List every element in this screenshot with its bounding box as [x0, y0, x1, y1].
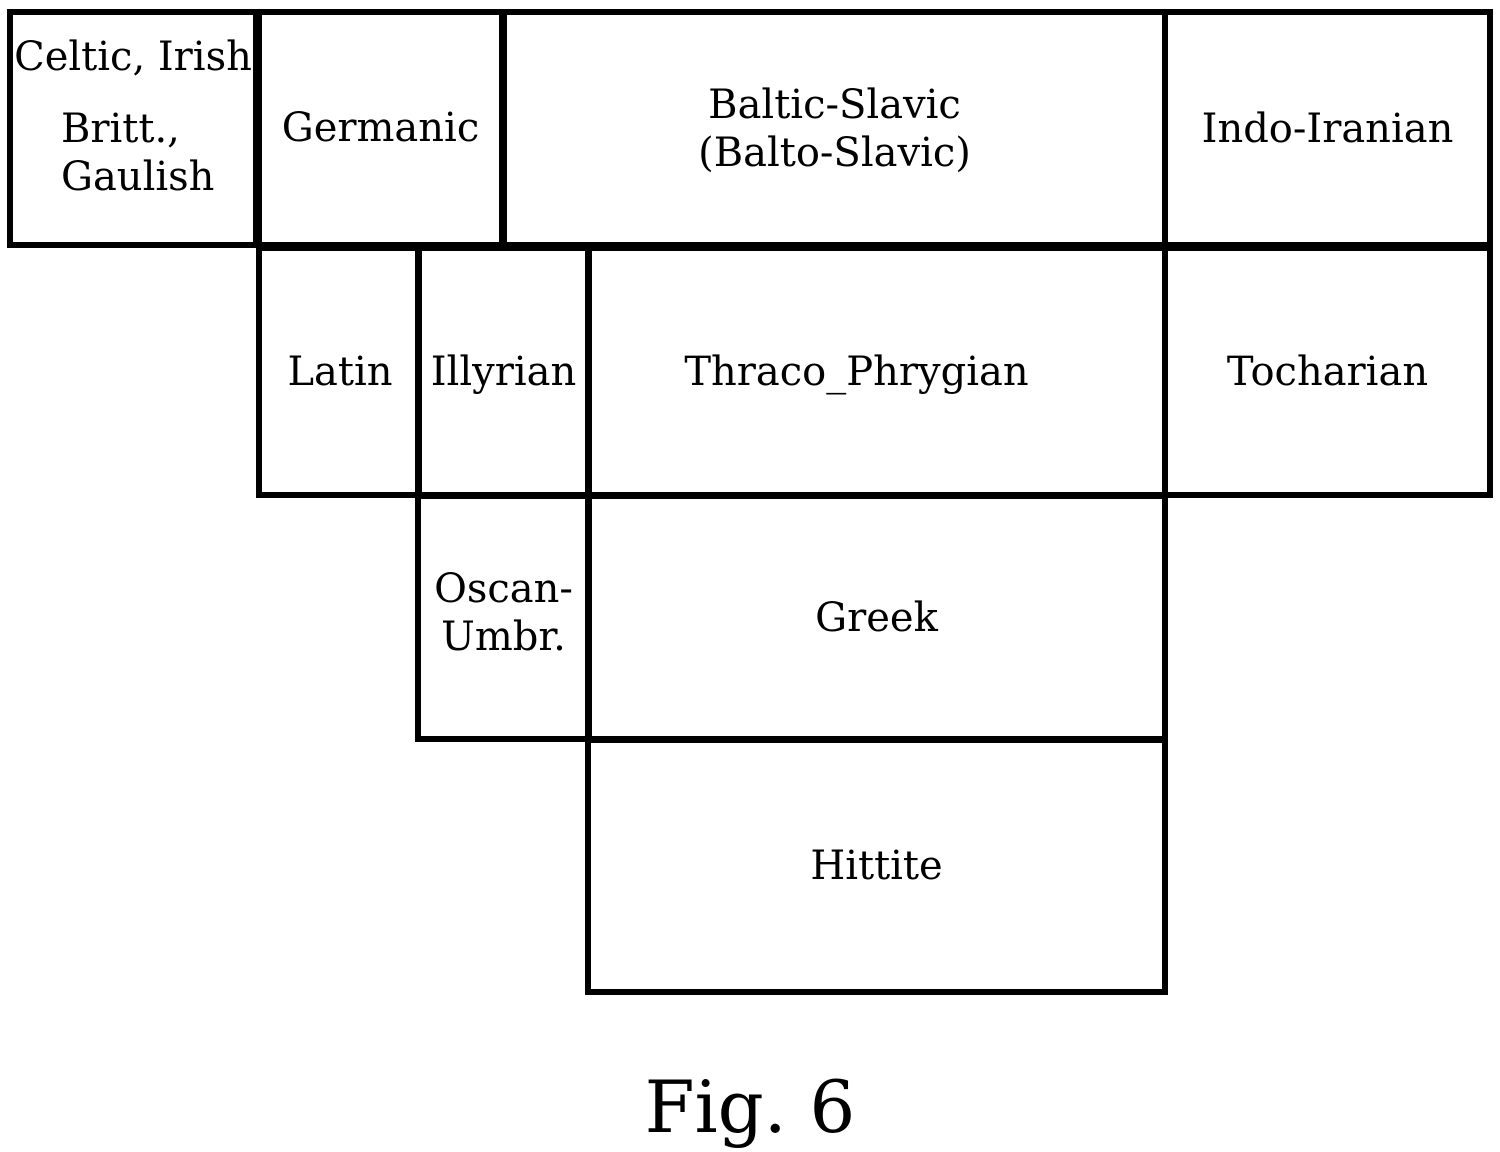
box-label-line: Thraco_Phrygian	[684, 348, 1029, 395]
box-label-line: Gaulish	[61, 154, 215, 200]
box-celtic: Celtic, Irish Britt., Gaulish	[7, 9, 259, 248]
box-greek: Greek	[585, 493, 1168, 742]
box-label-line: Baltic-Slavic	[708, 81, 961, 128]
box-indo-iranian: Indo-Iranian	[1162, 9, 1493, 248]
box-baltic-slavic: Baltic-Slavic (Balto-Slavic)	[501, 9, 1168, 248]
box-illyrian: Illyrian	[415, 245, 592, 498]
box-label-line: Latin	[287, 348, 393, 395]
box-label-line: (Balto-Slavic)	[698, 129, 971, 176]
box-label-line: Illyrian	[430, 348, 577, 395]
box-label-line: Germanic	[281, 104, 480, 151]
box-oscan-umbrian: Oscan- Umbr.	[415, 493, 592, 742]
box-label-line: Hittite	[810, 843, 943, 889]
box-tocharian: Tocharian	[1162, 245, 1493, 498]
box-label-line: Celtic, Irish	[14, 34, 252, 80]
box-label-line: Umbr.	[441, 613, 566, 660]
box-germanic: Germanic	[256, 9, 505, 248]
box-latin: Latin	[256, 245, 422, 498]
box-label-line: Tocharian	[1226, 348, 1429, 395]
figure-caption: Fig. 6	[644, 1065, 856, 1149]
box-thraco-phrygian: Thraco_Phrygian	[585, 245, 1168, 498]
box-label-line: Indo-Iranian	[1201, 105, 1454, 152]
box-label-line: Oscan-	[434, 565, 573, 612]
box-label-line: Greek	[815, 594, 938, 641]
box-label-line: Britt.,	[61, 106, 180, 152]
box-hittite: Hittite	[585, 737, 1168, 995]
